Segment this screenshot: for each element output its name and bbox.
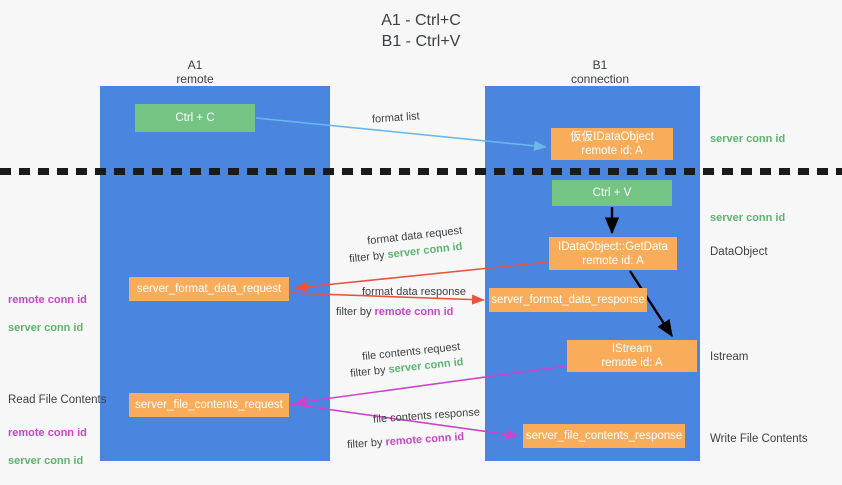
annotation-right-server-conn-id-top: server conn id: [710, 133, 786, 145]
node-ctrl-v[interactable]: Ctrl + V: [552, 180, 672, 206]
edge-label-file-contents-response: file contents response: [372, 406, 481, 426]
filter-prefix: filter by: [336, 306, 375, 318]
node-server-format-data-response[interactable]: server_format_data_response: [489, 288, 647, 312]
filter-value-remote-conn-id: remote conn id: [385, 430, 465, 449]
annotation-server-conn-id: server conn id: [8, 322, 84, 334]
filter-prefix: filter by: [346, 436, 386, 452]
annotation-server-conn-id: server conn id: [8, 455, 84, 467]
node-idataobject-getdata[interactable]: IDataObject::GetData remote id: A: [549, 237, 677, 270]
filter-value-remote-conn-id: remote conn id: [374, 306, 454, 318]
filter-prefix: filter by: [348, 249, 389, 266]
annotation-left-conn-ids-top: remote conn id server conn id: [8, 279, 87, 349]
phase-divider-dashed-line: [0, 168, 842, 175]
node-idataobject[interactable]: 仮仮IDataObject remote id: A: [551, 128, 673, 160]
annotation-right-server-conn-id-mid: server conn id: [710, 212, 786, 224]
annotation-right-dataobject: DataObject: [710, 246, 768, 258]
edge-label-format-data-response: format data response: [362, 286, 466, 298]
column-header-a1: A1 remote: [176, 58, 214, 86]
node-ctrl-c[interactable]: Ctrl + C: [135, 104, 255, 132]
annotation-remote-conn-id: remote conn id: [8, 427, 87, 439]
node-server-file-contents-request[interactable]: server_file_contents_request: [129, 393, 289, 417]
page-title: A1 - Ctrl+C B1 - Ctrl+V: [381, 12, 461, 50]
node-istream[interactable]: IStream remote id: A: [567, 340, 697, 372]
edge-label-format-data-response-filter: filter by remote conn id: [336, 304, 453, 321]
annotation-left-conn-ids-bottom: remote conn id server conn id: [8, 412, 87, 482]
filter-prefix: filter by: [349, 363, 390, 380]
annotation-remote-conn-id: remote conn id: [8, 294, 87, 306]
node-server-format-data-request[interactable]: server_format_data_request: [129, 277, 289, 301]
column-header-b1: B1 connection: [570, 58, 630, 86]
annotation-right-istream: Istream: [710, 351, 749, 363]
annotation-right-write-file-contents: Write File Contents: [710, 433, 808, 445]
annotation-left-read-file-contents: Read File Contents: [8, 394, 107, 406]
node-server-file-contents-response[interactable]: server_file_contents_response: [523, 424, 685, 448]
edge-label-format-list: format list: [371, 110, 421, 126]
edge-label-file-contents-response-filter: filter by remote conn id: [347, 429, 465, 454]
